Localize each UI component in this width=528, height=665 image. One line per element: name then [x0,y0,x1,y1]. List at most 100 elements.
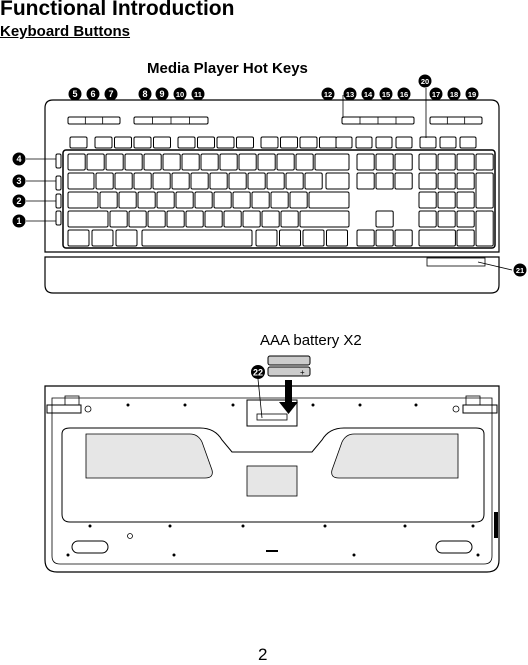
key [242,210,261,228]
modifier-key [326,229,348,247]
numpad-key [437,172,456,190]
key [185,210,204,228]
function-key [153,136,171,149]
callout-12: 12 [321,87,335,101]
keyboard-body [44,99,500,253]
key [147,210,166,228]
battery-plus-sign: + [300,368,305,377]
function-key [260,136,279,149]
callout-1: 1 [12,214,26,228]
svg-text:5: 5 [72,89,77,99]
callout-6: 6 [86,87,100,101]
svg-text:21: 21 [516,266,524,275]
arrow-key [375,210,394,228]
key [175,191,194,209]
key [285,172,304,190]
shift-key [299,210,350,228]
key [114,172,133,190]
key [238,153,257,171]
svg-text:13: 13 [346,90,354,99]
key [276,153,295,171]
function-key [114,136,132,149]
modifier-key [91,229,114,247]
callout-13: 13 [343,87,357,101]
numpad-key [456,153,475,171]
numpad-key [475,153,494,171]
caps-key [67,191,99,209]
key [109,210,128,228]
function-key [395,136,413,149]
palm-rest [44,256,500,294]
key [257,153,276,171]
numpad-key [418,191,437,209]
side-key-1 [55,210,62,226]
key [209,172,228,190]
key [124,153,143,171]
numpad-key [437,210,456,228]
nav-key [375,172,394,190]
key [152,172,171,190]
svg-text:8: 8 [142,89,147,99]
keyboard-bottom-diagram: + 22 [44,355,500,573]
svg-text:12: 12 [324,90,332,99]
svg-text:9: 9 [159,89,164,99]
numpad-key [475,210,494,247]
key [295,153,314,171]
key [194,191,213,209]
side-key-3 [55,175,62,191]
callout-22: 22 [251,365,265,419]
tab-key [67,172,95,190]
function-key [177,136,196,149]
key [143,153,162,171]
page-number: 2 [258,645,268,664]
nav-key [356,153,375,171]
callout-20: 20 [418,74,432,88]
svg-text:16: 16 [400,90,408,99]
esc-key [69,136,88,149]
callout-2: 2 [12,194,26,208]
numpad-key [456,229,475,247]
function-key [133,136,152,149]
modifier-key [279,229,301,247]
function-key [197,136,215,149]
key [156,191,175,209]
key [289,191,308,209]
function-key [319,136,337,149]
key [162,153,181,171]
function-key [94,136,113,149]
modifier-key [255,229,278,247]
function-key [355,136,373,149]
svg-text:17: 17 [432,90,440,99]
callout-14: 14 [361,87,375,101]
side-key-2 [55,193,62,209]
key [95,172,114,190]
numpad-key [456,191,475,209]
arrow-key [375,229,394,247]
modifier-key [302,229,325,247]
callout-19: 19 [465,87,479,101]
numpad-key [437,191,456,209]
callout-16: 16 [397,87,411,101]
battery-icon: + [267,355,311,377]
callout-7: 7 [104,87,118,101]
nav-key [394,172,413,190]
function-key [216,136,235,149]
keyboard-base [44,385,500,573]
key [105,153,124,171]
svg-text:18: 18 [450,90,458,99]
down-arrow-icon [279,380,298,414]
key [190,172,209,190]
callout-4: 4 [12,152,26,166]
numpad-key [418,153,437,171]
key [67,153,86,171]
callout-3: 3 [12,174,26,188]
svg-text:3: 3 [16,176,21,186]
svg-text:7: 7 [108,89,113,99]
keys-group [55,116,494,247]
spacebar-key [141,229,253,247]
key [137,191,156,209]
callout-17: 17 [429,87,443,101]
backspace-key [314,153,350,171]
svg-text:20: 20 [421,77,429,86]
